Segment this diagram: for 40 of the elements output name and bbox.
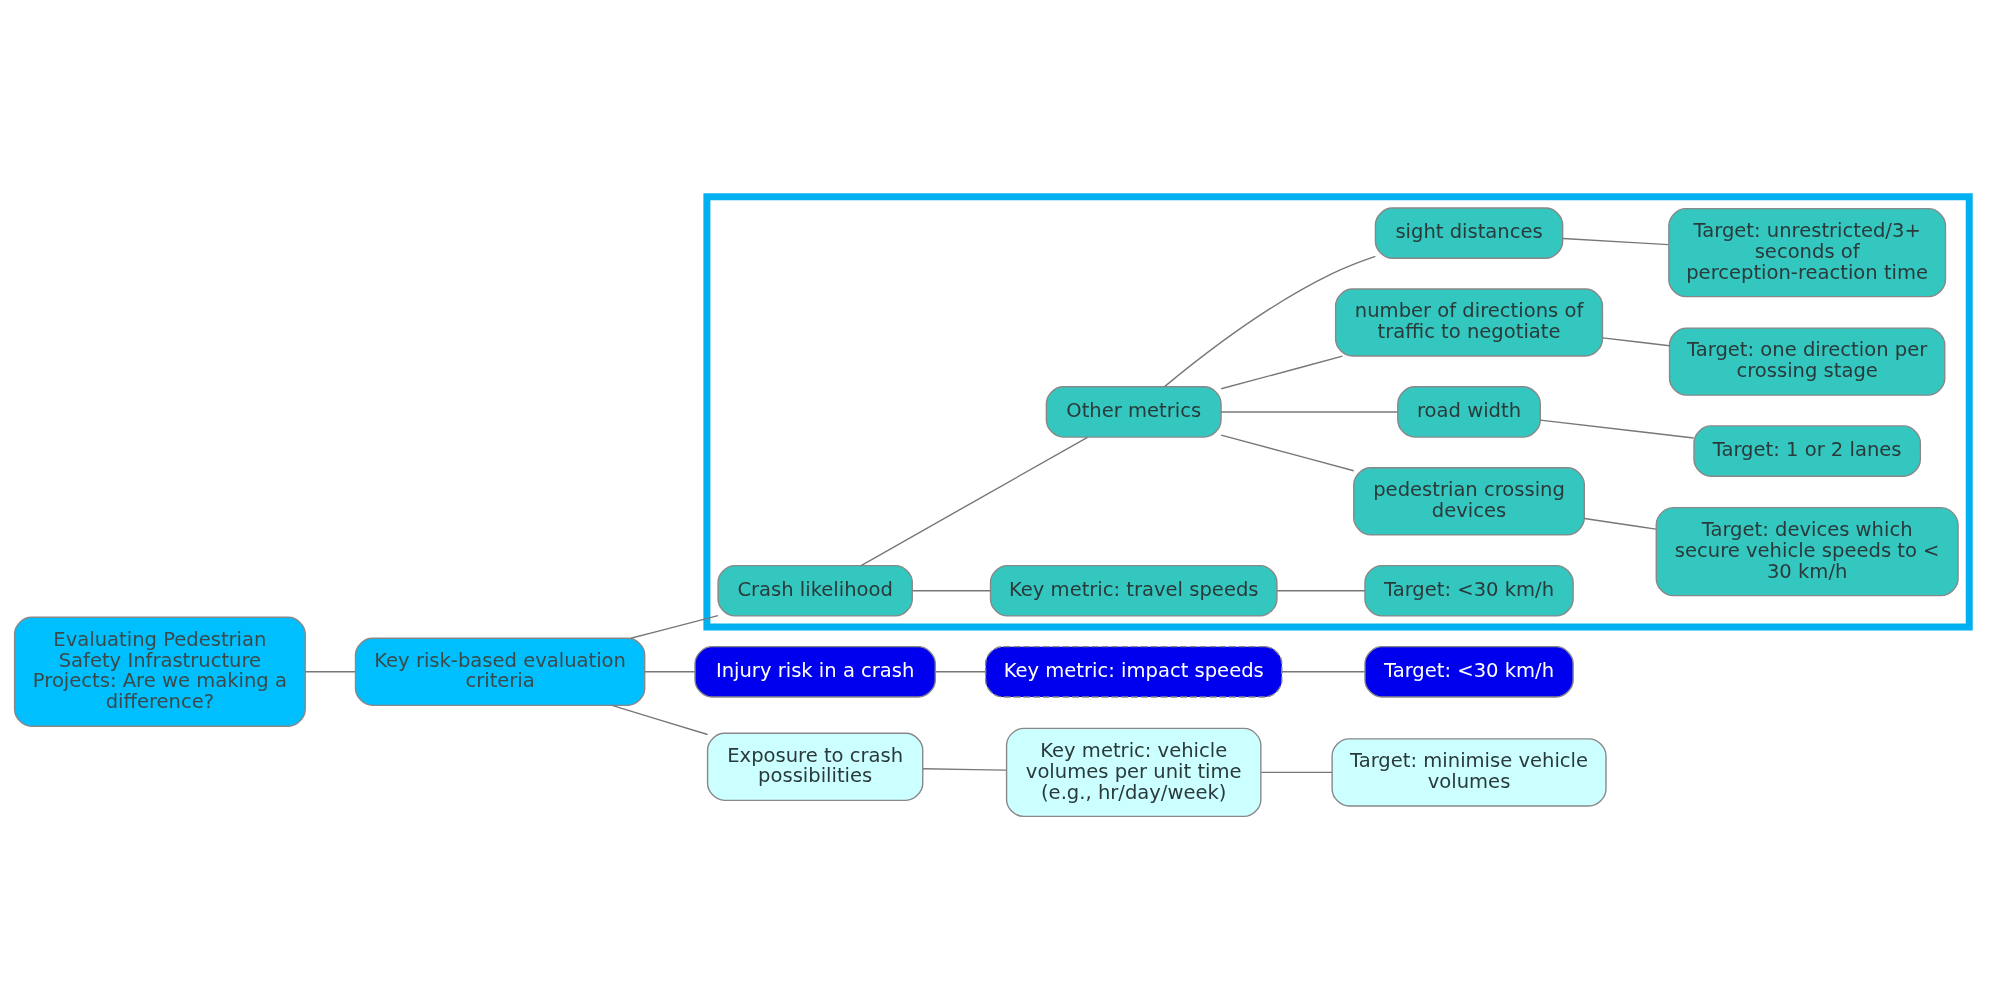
node-box: Target: one direction per crossing stage: [1668, 327, 1946, 396]
node-box: Other metrics: [1045, 386, 1222, 438]
node-box: Exposure to crash possibilities: [706, 732, 924, 802]
connector: [1163, 255, 1377, 388]
node-box: Key metric: travel speeds: [989, 564, 1278, 617]
connector: [630, 614, 719, 639]
connector: [911, 590, 991, 592]
node-box: Target: minimise vehicle volumes: [1331, 738, 1607, 807]
node-box: Target: 1 or 2 lanes: [1693, 425, 1922, 477]
connector: [860, 436, 1089, 567]
connector: [1220, 355, 1344, 390]
connector: [1539, 419, 1695, 439]
connector: [611, 704, 709, 736]
node-box: number of directions of traffic to negotiate: [1334, 288, 1604, 357]
node-box: Evaluating Pedestrian Safety Infrastructure Projects: Are we making a difference?: [13, 616, 306, 727]
node-box: Key metric: impact speeds: [984, 645, 1283, 698]
connector: [1220, 434, 1355, 472]
connector: [1583, 517, 1657, 530]
connector: [1260, 771, 1333, 774]
node-box: Target: <30 km/h: [1364, 645, 1574, 698]
cluster: [703, 193, 1973, 631]
node-box: Injury risk in a crash: [694, 645, 937, 698]
node-box: Key risk-based evaluation criteria: [354, 637, 646, 707]
connector: [1601, 337, 1671, 347]
connector: [644, 671, 696, 673]
connector: [1220, 411, 1399, 413]
node-box: Target: devices which secure vehicle speeds to < 30 km/h: [1655, 506, 1959, 597]
connector: [1276, 590, 1366, 592]
node-box: Target: <30 km/h: [1364, 564, 1574, 617]
node-box: road width: [1397, 386, 1541, 438]
connector: [934, 671, 986, 673]
node-box: Key metric: vehicle volumes per unit time (e.g., hr/day/week): [1005, 727, 1262, 818]
connector: [1562, 237, 1670, 246]
connector: [1281, 671, 1366, 673]
connector: [304, 671, 356, 673]
node-box: pedestrian crossing devices: [1353, 467, 1585, 536]
node-box: Target: unrestricted/3+ seconds of perception-reaction time: [1668, 207, 1947, 298]
node-box: sight distances: [1374, 207, 1564, 259]
node-box: Crash likelihood: [717, 564, 913, 617]
connector: [922, 768, 1007, 771]
